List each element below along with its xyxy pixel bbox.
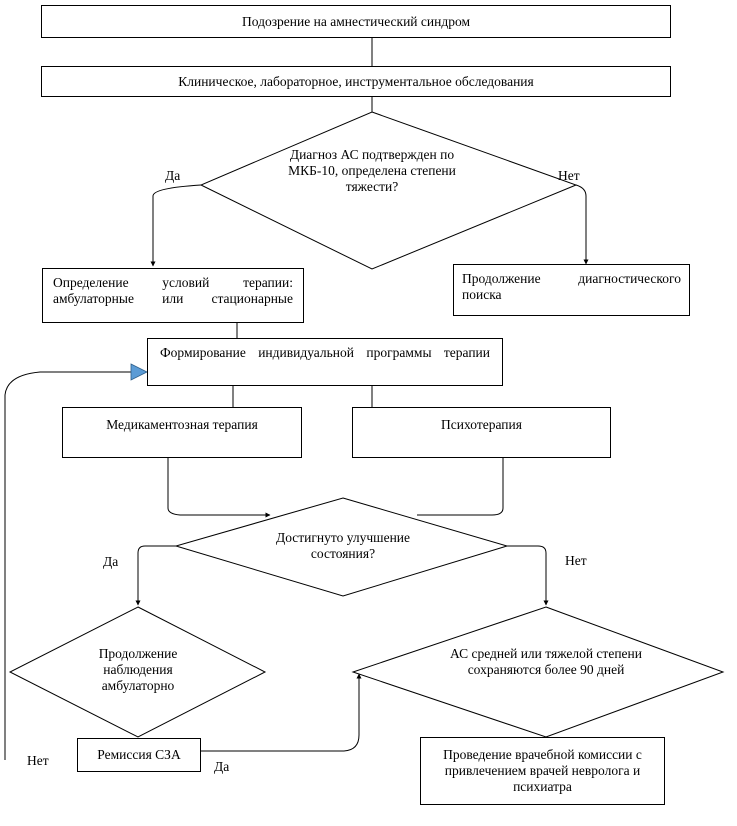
decision2-diamond: [174, 497, 509, 597]
observation-diamond: [8, 606, 267, 738]
node-psychotherapy: Психотерапия: [352, 407, 611, 458]
label-d2-no: Нет: [565, 553, 587, 568]
node-exam: Клиническое, лабораторное, инструменталь…: [41, 66, 671, 97]
connector-psycho-decision2: [417, 458, 504, 516]
label-d1-no: Нет: [558, 168, 580, 183]
label-remission-yes: Да: [214, 759, 230, 774]
node-diag-continue: Продолжение диагностического поиска: [453, 264, 690, 316]
node-program-text: Формирование индивидуальной программы те…: [160, 345, 490, 360]
node-program: Формирование индивидуальной программы те…: [147, 338, 503, 386]
label-loop-no: Нет: [27, 753, 49, 768]
connector-d1-yes: [150, 184, 202, 267]
connector-med-decision2: [167, 458, 271, 518]
persist-text: АС средней или тяжелой степени сохраняют…: [450, 646, 642, 677]
node-exam-text: Клиническое, лабораторное, инструменталь…: [178, 73, 534, 89]
node-commission-text: Проведение врачебной комиссии с привлече…: [443, 747, 642, 794]
node-remission-text: Ремиссия СЗА: [97, 747, 181, 762]
decision1-text: Диагноз АС подтвержден по МКБ-10, опреде…: [288, 147, 456, 194]
connector-loop-no: [4, 371, 131, 760]
node-conditions-text: Определение условий терапии: амбулаторны…: [53, 275, 293, 306]
loop-arrowhead: [130, 363, 148, 381]
connector-d1-no: [575, 184, 589, 265]
node-med-therapy-text: Медикаментозная терапия: [106, 417, 258, 432]
observation-text: Продолжение наблюдения амбулаторно: [98, 646, 178, 693]
node-med-therapy: Медикаментозная терапия: [62, 407, 302, 458]
label-d1-yes: Да: [165, 168, 181, 183]
node-start-text: Подозрение на амнестический синдром: [241, 13, 470, 29]
label-d2-yes: Да: [103, 554, 119, 569]
node-commission: Проведение врачебной комиссии с привлече…: [420, 737, 665, 805]
connector-d2-no: [507, 545, 549, 606]
connector-d2-yes: [135, 545, 176, 606]
connector-remission-yes: [201, 673, 362, 752]
decision2-text: Достигнуто улучшение состояния?: [275, 530, 411, 561]
node-diag-continue-text: Продолжение диагностического поиска: [462, 271, 681, 302]
decision1-diamond: [199, 111, 578, 270]
node-remission: Ремиссия СЗА: [77, 738, 201, 772]
node-psychotherapy-text: Психотерапия: [441, 417, 522, 432]
node-conditions: Определение условий терапии: амбулаторны…: [42, 268, 304, 323]
node-start: Подозрение на амнестический синдром: [41, 5, 671, 38]
